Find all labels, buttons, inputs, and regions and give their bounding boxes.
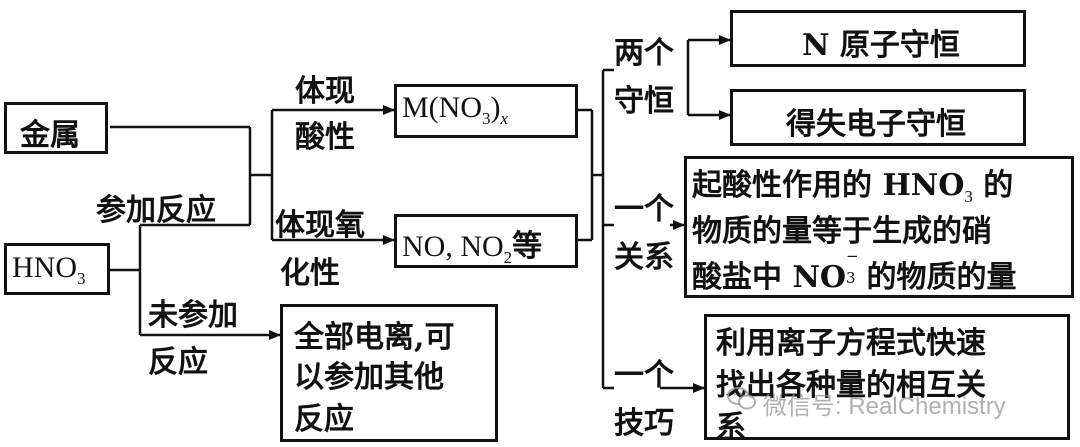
metal-label: 金属 [20,118,80,153]
hno3-label: HNO3 [12,251,86,288]
salt-box [394,84,578,138]
not-participate-label-2: 反应 [148,345,208,380]
oxidizing-label-2: 化性 [280,256,340,291]
skill-line-3: 系 [716,410,746,445]
n-atom-box [730,10,1026,67]
oxidizing-label-1: 体现氧 [275,208,365,243]
acidity-label-2: 酸性 [295,120,355,155]
skill-line-1: 利用离子方程式快速 [716,326,986,361]
one-skill-label-2: 技巧 [614,406,674,441]
salt-label: M(NO3)x [402,91,509,128]
electron-label: 得失电子守恒 [786,107,966,142]
two-conservation-label-2: 守恒 [614,84,674,119]
metal-box [4,102,108,154]
skill-line-2: 找出各种量的相互关 [716,368,986,403]
one-relation-label-2: 关系 [614,240,674,275]
full-ion-line-1: 全部电离,可 [294,320,455,355]
relation-box [684,156,1074,298]
relation-line-1: 起酸性作用的 HNO3 的 [692,168,1014,206]
one-skill-label-1: 一个 [614,358,674,393]
full-ion-line-3: 反应 [294,402,354,437]
wechat-icon [727,387,756,410]
two-conservation-label-1: 两个 [614,36,674,71]
relation-line-3: 酸盐中 NO−3 的物质的量 [692,247,1017,295]
participate-label: 参加反应 [96,193,216,228]
electron-box [730,89,1026,146]
no-label: NO, NO2等 [402,230,543,267]
full-ion-line-2: 以参加其他 [294,360,444,395]
acidity-label-1: 体现 [295,74,355,109]
full-ion-box [280,304,498,442]
watermark-text: 微信号: RealChemistry [763,393,1006,420]
skill-box [704,314,1070,440]
not-participate-label-1: 未参加 [148,298,238,333]
n-atom-label: N 原子守恒 [802,28,960,63]
hno3-box [4,243,110,295]
no-box [394,214,578,268]
relation-line-2: 物质的量等于生成的硝 [692,214,992,249]
one-relation-label-1: 一个 [614,192,674,227]
